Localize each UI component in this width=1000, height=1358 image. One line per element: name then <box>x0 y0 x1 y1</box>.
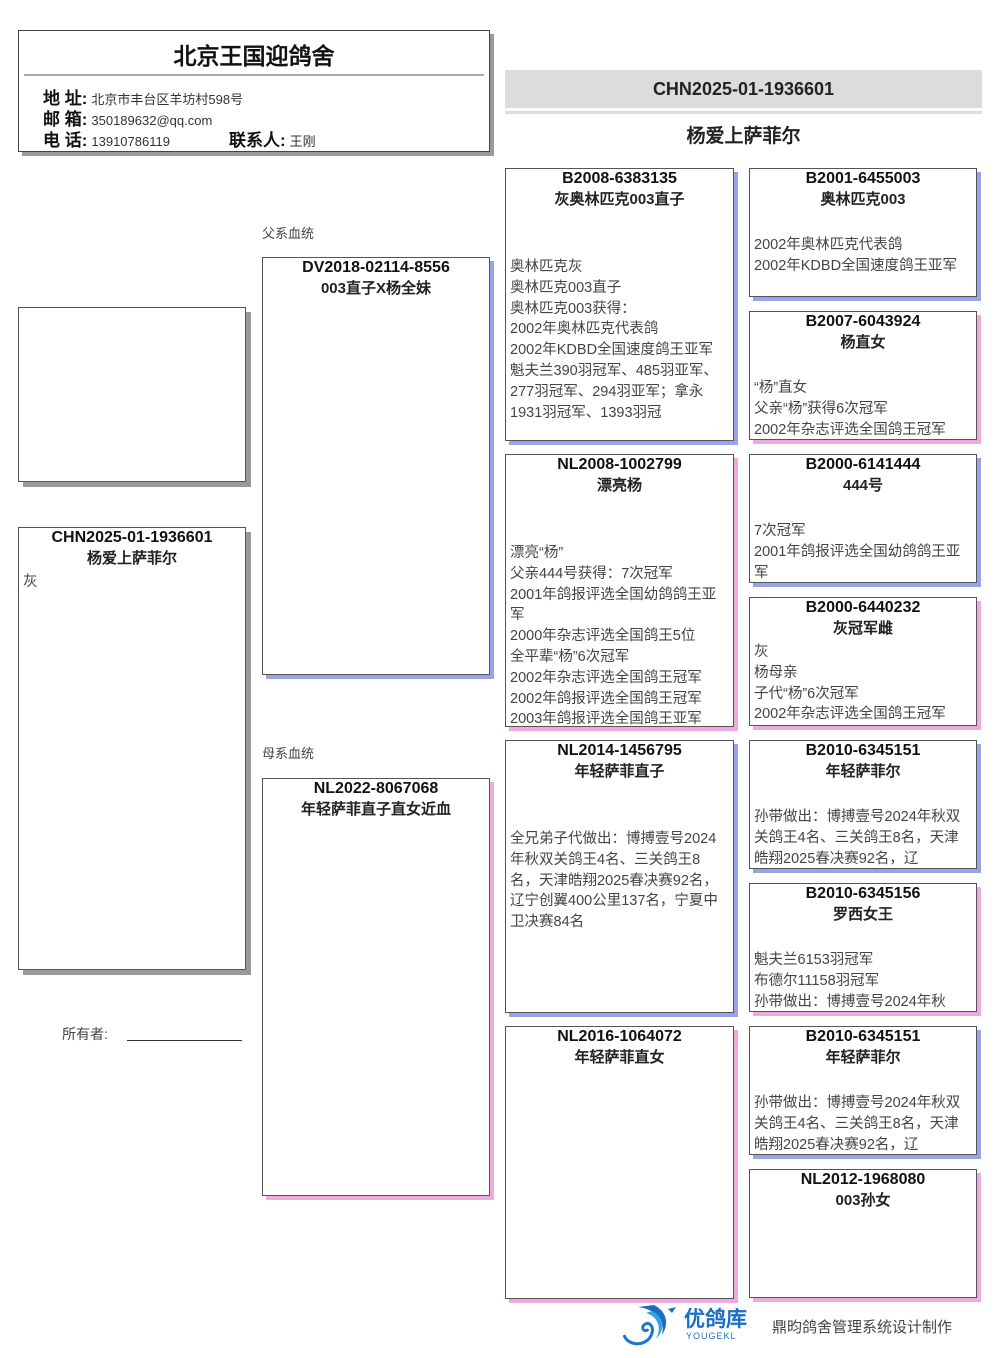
ring-number: CHN2025-01-1936601 <box>51 529 213 546</box>
phone-value: 13910786119 <box>91 134 170 149</box>
pigeon-name: 罗西女王 <box>832 906 893 923</box>
pigeon-name: 年轻萨菲尔 <box>825 1049 901 1066</box>
pigeon-name: 年轻萨菲直女 <box>574 1049 665 1066</box>
ring-number: B2008-6383135 <box>562 170 677 187</box>
paternal-granddam-box: NL2008-1002799 漂亮杨 漂亮“杨” 父亲444号获得：7次冠军 2… <box>505 454 734 727</box>
ancestor-box: B2007-6043924 杨直女 “杨”直女 父亲“杨”获得6次冠军 2002… <box>749 311 977 440</box>
pigeon-notes: 2002年奥林匹克代表鸽 2002年KDBD全国速度鸽王亚军 <box>754 237 958 274</box>
contact-label: 联系人: <box>229 131 286 150</box>
ancestor-box: B2000-6440232 灰冠军雌 灰 杨母亲 子代“杨”6次冠军 2002年… <box>749 597 977 726</box>
sire-box: DV2018-02114-8556 003直子X杨全妹 <box>262 257 490 675</box>
pigeon-name: 年轻萨菲直子直女近血 <box>300 801 451 818</box>
pigeon-name: 年轻萨菲尔 <box>825 763 901 780</box>
pigeon-notes: 奥林匹克灰 奥林匹克003直子 奥林匹克003获得： 2002年奥林匹克代表鸽 … <box>510 259 718 421</box>
pigeon-notes: 全兄弟子代做出：博搏壹号2024年秋双关鸽王4名、三关鸽王8名，天津皓翔2025… <box>510 831 718 931</box>
pigeon-name: 灰奥林匹克003直子 <box>554 191 685 208</box>
brand-logo: 优鸽库 YOUGEKL <box>618 1303 758 1348</box>
subject-ring-banner: CHN2025-01-1936601 <box>505 70 982 111</box>
pigeon-name: 奥林匹克003 <box>820 191 906 208</box>
pigeon-name: 杨直女 <box>840 334 886 351</box>
email-row: 邮 箱:350189632@qq.com <box>43 105 212 130</box>
ancestor-box: B2010-6345156 罗西女王 魁夫兰6153羽冠军 布德尔11158羽冠… <box>749 883 977 1012</box>
ancestor-box: NL2012-1968080 003孙女 <box>749 1169 977 1298</box>
ring-number: B2010-6345151 <box>805 742 921 759</box>
owner-label: 所有者: <box>62 1026 108 1042</box>
ring-number: B2007-6043924 <box>805 313 921 330</box>
pigeon-name: 444号 <box>842 477 884 494</box>
ring-number: NL2014-1456795 <box>557 742 682 759</box>
pigeon-name: 003孙女 <box>835 1192 891 1209</box>
ring-number: B2001-6455003 <box>805 170 921 187</box>
subject-name-title: 杨爱上萨菲尔 <box>686 126 801 147</box>
pigeon-name: 杨爱上萨菲尔 <box>86 550 177 567</box>
ring-number: B2010-6345156 <box>805 885 921 902</box>
ring-number: B2000-6141444 <box>805 456 921 473</box>
pigeon-name: 灰冠军雌 <box>832 620 893 637</box>
address-row: 地 址:北京市丰台区羊坊村598号 <box>43 84 243 109</box>
contact-row: 联系人:王刚 <box>229 126 316 151</box>
pigeon-notes: 魁夫兰6153羽冠军 布德尔11158羽冠军 孙带做出：博搏壹号2024年秋 <box>754 952 946 1010</box>
maternal-grandsire-box: NL2014-1456795 年轻萨菲直子 全兄弟子代做出：博搏壹号2024年秋… <box>505 740 734 1013</box>
contact-value: 王刚 <box>289 134 316 149</box>
ring-number: NL2022-8067068 <box>313 780 439 797</box>
address-label: 地 址: <box>43 89 88 108</box>
pigeon-notes: 灰 <box>23 574 38 590</box>
sire-line-label: 父系血统 <box>262 226 315 241</box>
address-value: 北京市丰台区羊坊村598号 <box>91 92 244 107</box>
ring-number: NL2012-1968080 <box>800 1171 926 1188</box>
paternal-grandsire-box: B2008-6383135 灰奥林匹克003直子 奥林匹克灰 奥林匹克003直子… <box>505 168 734 441</box>
subject-box: CHN2025-01-1936601 杨爱上萨菲尔 灰 <box>18 527 246 970</box>
phone-row: 电 话:13910786119 <box>43 126 170 151</box>
owner-signature-line <box>127 1040 242 1041</box>
pigeon-name: 003直子X杨全妹 <box>320 280 432 297</box>
loft-name: 北京王国迎鸽舍 <box>173 43 335 69</box>
pigeon-notes: “杨”直女 父亲“杨”获得6次冠军 2002年杂志评选全国鸽王冠军 <box>754 380 946 438</box>
ancestor-box: B2001-6455003 奥林匹克003 2002年奥林匹克代表鸽 2002年… <box>749 168 977 297</box>
photo-box <box>18 307 246 482</box>
ring-number: B2000-6440232 <box>805 599 921 616</box>
email-label: 邮 箱: <box>43 110 88 129</box>
pigeon-notes: 漂亮“杨” 父亲444号获得：7次冠军 2001年鸽报评选全国幼鸽鸽王亚军 20… <box>510 545 717 727</box>
ancestor-box: B2010-6345151 年轻萨菲尔 孙带做出：博搏壹号2024年秋双关鸽王4… <box>749 1026 977 1155</box>
divider <box>24 74 484 76</box>
loft-header: 北京王国迎鸽舍 地 址:北京市丰台区羊坊村598号 邮 箱:350189632@… <box>18 30 490 152</box>
brand-name: 优鸽库 <box>684 1308 747 1331</box>
ring-number: NL2016-1064072 <box>557 1028 682 1045</box>
dam-line-label: 母系血统 <box>262 746 315 761</box>
phone-label: 电 话: <box>43 131 88 150</box>
swirl-logo-icon <box>622 1305 676 1346</box>
pigeon-notes: 灰 杨母亲 子代“杨”6次冠军 2002年杂志评选全国鸽王冠军 <box>754 644 946 723</box>
pigeon-notes: 7次冠军 2001年鸽报评选全国幼鸽鸽王亚军 <box>754 523 961 581</box>
email-value: 350189632@qq.com <box>91 113 213 128</box>
ring-number: B2010-6345151 <box>805 1028 921 1045</box>
brand-name-en: YOUGEKL <box>686 1331 737 1341</box>
dam-box: NL2022-8067068 年轻萨菲直子直女近血 <box>262 778 490 1196</box>
maternal-granddam-box: NL2016-1064072 年轻萨菲直女 <box>505 1026 734 1299</box>
ancestor-box: B2010-6345151 年轻萨菲尔 孙带做出：博搏壹号2024年秋双关鸽王4… <box>749 740 977 869</box>
pigeon-name: 漂亮杨 <box>596 477 642 494</box>
pigeon-notes: 孙带做出：博搏壹号2024年秋双关鸽王4名、三关鸽王8名，天津皓翔2025春决赛… <box>754 1095 961 1153</box>
pigeon-notes: 孙带做出：博搏壹号2024年秋双关鸽王4名、三关鸽王8名，天津皓翔2025春决赛… <box>754 809 961 867</box>
ancestor-box: B2000-6141444 444号 7次冠军 2001年鸽报评选全国幼鸽鸽王亚… <box>749 454 977 583</box>
footer-credit: 鼎昀鸽舍管理系统设计制作 <box>772 1319 953 1336</box>
pigeon-name: 年轻萨菲直子 <box>574 763 665 780</box>
ring-number: NL2008-1002799 <box>557 456 682 473</box>
ring-number: DV2018-02114-8556 <box>302 259 450 276</box>
